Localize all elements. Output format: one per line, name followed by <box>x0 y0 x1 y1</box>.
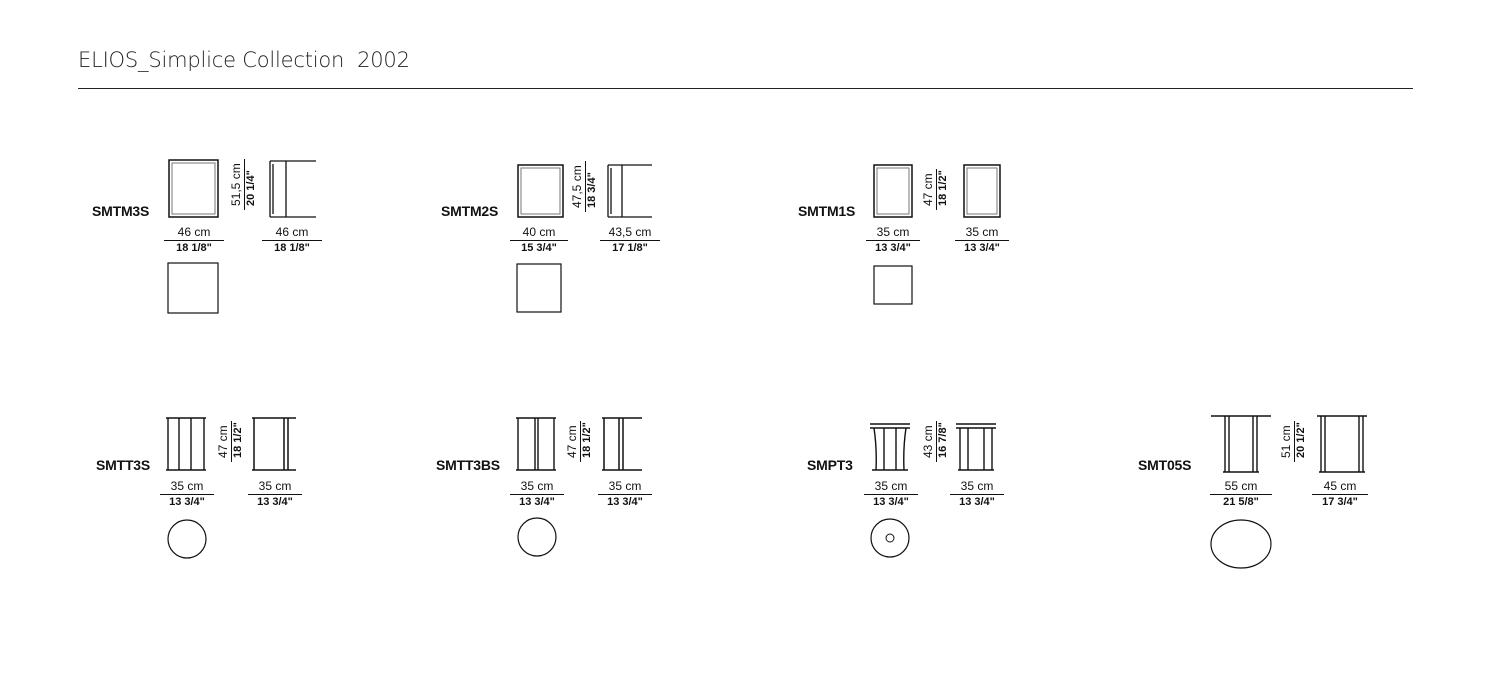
smtm3s-drawing <box>167 159 316 314</box>
smtm1s-drawing <box>873 164 1001 305</box>
page-title: ELIOS_Simplice Collection 2002 <box>78 48 410 72</box>
smtt3s-drawing <box>166 417 296 559</box>
product-code: SMT05S <box>1138 457 1192 473</box>
smt05s-drawing <box>1210 415 1367 569</box>
smtm2s-drawing <box>516 164 652 313</box>
product-code: SMTM3S <box>92 203 150 219</box>
smtt3bs-drawing <box>516 417 642 557</box>
product-code: SMTM2S <box>441 203 499 219</box>
product-code: SMTM1S <box>798 203 856 219</box>
product-code: SMPT3 <box>807 457 853 473</box>
product-code: SMTT3S <box>96 457 151 473</box>
product-code: SMTT3BS <box>436 457 500 473</box>
smpt3-drawing <box>870 423 996 558</box>
header-divider <box>78 88 1413 89</box>
